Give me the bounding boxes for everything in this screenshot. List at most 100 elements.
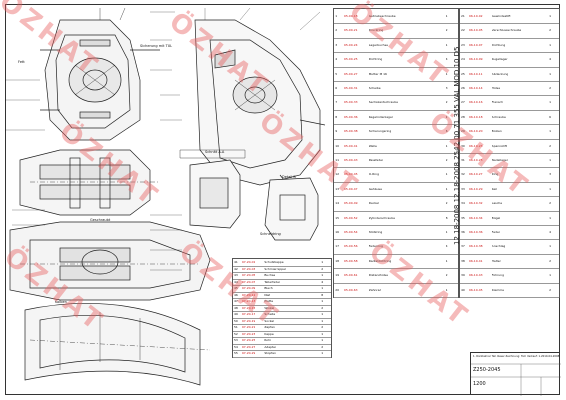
table-cell: 1	[549, 100, 552, 105]
table-cell: Zapfen	[264, 325, 275, 330]
table-cell: 26	[460, 86, 465, 90]
table-cell: Sechskantschraube	[368, 100, 399, 105]
table-cell: 95-00-41	[343, 143, 358, 148]
table-cell: 3	[445, 86, 448, 90]
table-cell: 96-10-36	[468, 230, 483, 234]
table-cell: 96-10-23	[468, 143, 483, 148]
table-cell: 96-10-34	[468, 215, 483, 220]
table-cell: 97-20-23	[241, 331, 256, 336]
table-cell: Feder	[491, 230, 501, 234]
table-cell: 96-10-43	[468, 273, 483, 278]
table-cell: 37	[460, 244, 465, 249]
table-cell: 4	[445, 244, 448, 249]
table-cell: 22	[460, 28, 465, 33]
table-cell: 49	[233, 312, 238, 317]
table-cell: 96-10-27	[468, 172, 483, 177]
table-cell: 2	[549, 287, 552, 292]
table-cell: 18	[335, 258, 340, 263]
drawing-note: Geschraubt	[90, 218, 111, 222]
table-cell: Schraube	[491, 114, 506, 119]
table-cell: 95-00-24	[343, 42, 358, 47]
table-cell: Bügel	[491, 215, 501, 220]
table-cell: 95-00-27	[343, 71, 358, 76]
table-cell: 95-00-54	[343, 230, 358, 234]
table-cell: Platte	[264, 299, 274, 304]
table-cell: 96-10-16	[468, 100, 483, 105]
table-cell: 6	[335, 86, 338, 90]
table-cell: 1	[445, 258, 448, 263]
table-cell: 13	[335, 186, 340, 191]
table-cell: 95-00-18	[343, 14, 358, 18]
table-cell: 21	[460, 14, 465, 18]
table-cell: 97-20-11	[241, 292, 256, 297]
table-cell: Tellerfeder	[264, 279, 281, 284]
table-cell: Stützring	[368, 230, 383, 234]
table-cell: Kappe	[264, 331, 274, 336]
table-cell: Niet	[264, 292, 271, 297]
table-cell: 95-00-63	[343, 287, 358, 292]
table-cell: 6	[549, 114, 552, 119]
drawing-note: Detail B	[282, 175, 296, 179]
table-cell: 97-20-01	[241, 260, 256, 264]
table-cell: 1	[321, 260, 324, 264]
table-cell: 1	[321, 331, 324, 336]
table-cell: 96-10-38	[468, 244, 483, 249]
table-cell: 95-00-56	[343, 244, 358, 249]
table-cell: Zahnrad	[368, 287, 382, 292]
table-cell: 41	[233, 260, 238, 264]
table-cell: Kugellager	[491, 57, 508, 62]
table-cell: Radialdichtring	[368, 258, 392, 263]
table-cell: 38	[460, 258, 465, 263]
table-cell: 97-20-21	[241, 325, 256, 330]
table-cell: 2	[445, 158, 448, 162]
table-cell: Gehäuse	[368, 186, 382, 191]
table-cell: 4	[335, 57, 338, 62]
table-cell: Schelle	[264, 312, 276, 317]
table-cell: 14	[335, 201, 340, 206]
table-cell: 1	[445, 172, 448, 177]
table-cell: Hülse	[491, 86, 501, 90]
table-cell: 1	[445, 186, 448, 191]
table-cell: 1	[549, 71, 552, 76]
table-cell: 33	[460, 186, 465, 191]
table-cell: 97-20-05	[241, 273, 256, 278]
table-cell: Zylinderschraube	[368, 215, 395, 220]
table-cell: 95-00-33	[343, 100, 358, 105]
table-cell: 95-00-47	[343, 186, 358, 191]
table-cell: Mutter M 16	[368, 71, 387, 76]
table-cell: 96-10-41	[468, 258, 483, 263]
table-cell: 2	[321, 325, 324, 330]
table-cell: 20	[335, 287, 340, 292]
drawing-note: Schneidring	[260, 232, 281, 236]
table-cell: Dichtung	[491, 42, 506, 47]
table-cell: 96-10-29	[468, 186, 483, 191]
table-cell: 2	[445, 273, 448, 278]
table-cell: 50	[233, 318, 238, 323]
table-cell: 44	[233, 279, 238, 284]
table-cell: 1	[549, 158, 552, 162]
table-cell: Distanzhülse	[368, 273, 388, 278]
table-cell: 1	[549, 42, 552, 47]
table-cell: Führung	[491, 273, 504, 278]
table-cell: 1	[549, 273, 552, 278]
table-cell: 9	[335, 129, 338, 134]
